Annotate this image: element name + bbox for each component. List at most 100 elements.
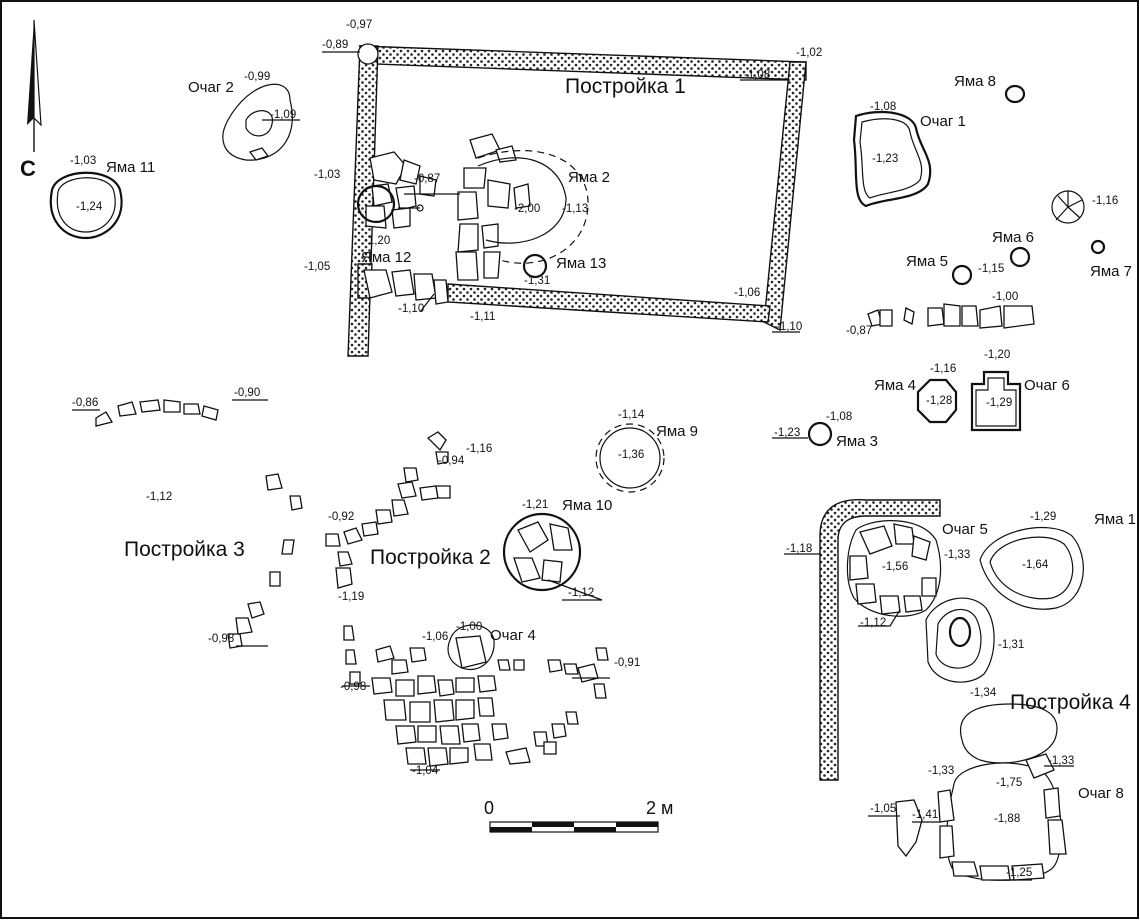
elevation: -1,20: [364, 235, 390, 247]
hearth-5: [846, 520, 942, 617]
elevation: -0,97: [346, 19, 372, 31]
pit-11: [49, 171, 123, 240]
feature-label: Яма 10: [562, 497, 612, 514]
elevation-marks: -0,97 -0,89 -1,02 -1,08 -0,99 -1,09 -1,0…: [70, 19, 1118, 879]
elevation: -1,33: [944, 549, 970, 561]
feature-label: Яма 12: [361, 249, 411, 266]
elevation: -1,12: [568, 587, 594, 599]
feature-label: Очаг 4: [490, 627, 536, 644]
elevation: -0,89: [322, 39, 348, 51]
elevation: -1,19: [338, 591, 364, 603]
elevation: -1,12: [860, 617, 886, 629]
elevation: -1,41: [912, 809, 938, 821]
elevation: -1,28: [926, 395, 952, 407]
elevation: -1,21: [522, 499, 548, 511]
elevation: -1,03: [70, 155, 96, 167]
hearth-8: [937, 703, 1067, 881]
building-2-stones: [227, 431, 609, 767]
north-arrow-icon: [27, 19, 42, 152]
feature-label: Очаг 8: [1078, 785, 1124, 802]
elevation: -1,16: [930, 363, 956, 375]
elevation: -1,05: [304, 261, 330, 273]
elevation: -1,23: [872, 153, 898, 165]
feature-label: Яма 1: [1094, 511, 1136, 528]
hearth-6: [970, 370, 1022, 432]
elevation: -0,92: [328, 511, 354, 523]
elevation: -1,02: [796, 47, 822, 59]
feature-label: Яма 4: [874, 377, 916, 394]
elevation: -1,33: [928, 765, 954, 777]
elevation: -1,08: [870, 101, 896, 113]
scale-end-label: 2 м: [646, 798, 673, 818]
pit-9: [595, 423, 665, 493]
elevation: -1,24: [76, 201, 103, 213]
pit-4: [916, 378, 958, 424]
hearth-2: [222, 83, 293, 161]
elevation: -2,00: [514, 203, 540, 215]
elevation: -1,06: [734, 287, 760, 299]
elevation: -1,00: [992, 291, 1018, 303]
elevation: -1,20: [984, 349, 1010, 361]
elevation: -0,90: [234, 387, 260, 399]
stone-south: [895, 799, 923, 858]
stone-row-east: [867, 303, 1035, 329]
stone-row-west: [95, 399, 219, 427]
elevation: -1,88: [994, 813, 1020, 825]
elevation: -1,05: [870, 803, 896, 815]
feature-label: Очаг 6: [1024, 377, 1070, 394]
elevation: -1,08: [826, 411, 852, 423]
elevation: -1,15: [978, 263, 1004, 275]
pit-3: [807, 421, 833, 447]
elevation: -1,00: [456, 621, 482, 633]
elevation: -1,08: [744, 69, 770, 81]
leader-lines: [72, 51, 1074, 881]
feature-label: Очаг 1: [920, 113, 966, 130]
elevation: -0,98: [340, 681, 366, 693]
elevation: -1,18: [786, 543, 812, 555]
elevation: -1,64: [1022, 559, 1049, 571]
pit-10: [502, 512, 582, 592]
scale-bar: [489, 821, 659, 833]
building-label: Постройка 2: [370, 546, 491, 569]
elevation: -1,56: [882, 561, 908, 573]
pit-5: [951, 264, 973, 286]
pit-6: [1009, 246, 1031, 268]
elevation: -1,16: [466, 443, 492, 455]
elevation: -1,29: [986, 397, 1012, 409]
elevation: -0,99: [244, 71, 270, 83]
feature-label: Яма 5: [906, 253, 948, 270]
elevation: -1,23: [774, 427, 800, 439]
elevation: -1,12: [146, 491, 172, 503]
elevation: -1,14: [618, 409, 645, 421]
elevation: -0,87: [414, 173, 440, 185]
elevation: -1,34: [970, 687, 997, 699]
elevation: -1,29: [1030, 511, 1056, 523]
elevation: -0,98: [208, 633, 234, 645]
elevation: -0,86: [72, 397, 98, 409]
elevation: -1,10: [398, 303, 424, 315]
feature-label: Яма 8: [954, 73, 996, 90]
pit-double: [925, 597, 995, 683]
elevation: -1,10: [776, 321, 802, 333]
elevation: -1,16: [1092, 195, 1118, 207]
elevation: -1,25: [1006, 867, 1032, 879]
elevation: -0,87: [846, 325, 872, 337]
pit-8: [1004, 84, 1026, 104]
feature-label: Яма 2: [568, 169, 610, 186]
feature-label: Очаг 2: [188, 79, 234, 96]
elevation: -1,04: [412, 765, 439, 777]
elevation: -1,36: [618, 449, 644, 461]
pit-7: [1090, 239, 1106, 255]
feature-label: Яма 6: [992, 229, 1034, 246]
elevation: -1,11: [470, 311, 495, 323]
building-4-walls: [819, 499, 941, 781]
building-1-stones: [356, 133, 589, 305]
elevation: -0,94: [438, 455, 465, 467]
feature-label: Яма 3: [836, 433, 878, 450]
scale-start-label: 0: [484, 798, 494, 818]
hearth-1: [852, 110, 932, 208]
elevation: -0,91: [614, 657, 640, 669]
building-label: Постройка 3: [124, 538, 245, 561]
north-label: С: [20, 156, 36, 181]
